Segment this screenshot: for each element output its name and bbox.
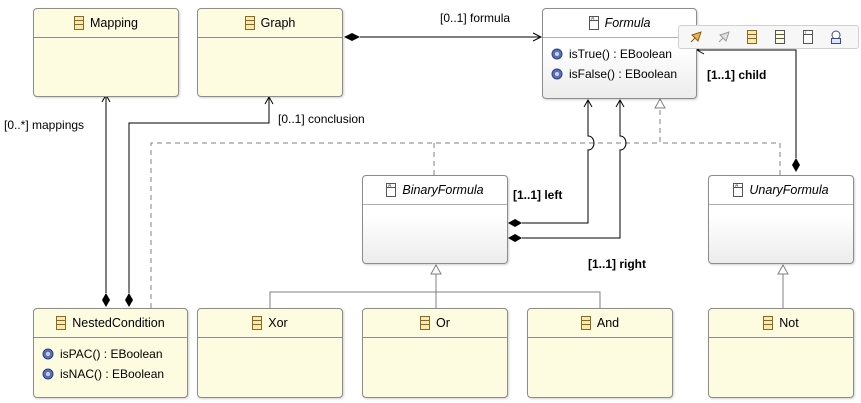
class-unary-formula[interactable]: A UnaryFormula <box>708 175 854 264</box>
add-class-icon[interactable] <box>741 27 763 47</box>
operation-icon <box>42 368 54 380</box>
class-name: Formula <box>604 16 651 30</box>
class-name: Mapping <box>90 16 138 30</box>
child-reference-label: [1..1] child <box>707 68 767 82</box>
add-interface-icon[interactable]: I <box>797 27 819 47</box>
add-datatype-icon[interactable] <box>825 27 847 47</box>
class-header: Xor <box>198 309 342 338</box>
operation-item[interactable]: isTrue() : EBoolean <box>551 44 696 64</box>
class-xor[interactable]: Xor <box>197 308 343 398</box>
class-header: Or <box>363 309 507 338</box>
abstract-class-icon: A <box>386 183 397 197</box>
class-binary-formula[interactable]: A BinaryFormula <box>362 175 508 264</box>
formula-reference-label: [0..1] formula <box>440 11 511 25</box>
operation-icon <box>551 68 563 80</box>
mappings-reference[interactable] <box>101 93 111 307</box>
class-header: Graph <box>198 9 342 38</box>
class-header: Mapping <box>34 9 178 38</box>
class-nested-condition[interactable]: NestedCondition isPAC() : EBoolean isNAC… <box>33 308 188 398</box>
class-graph[interactable]: Graph <box>197 8 343 97</box>
generalization-binary <box>269 263 601 308</box>
class-header: And <box>528 309 672 338</box>
operation-label: isTrue() : EBoolean <box>569 47 672 61</box>
class-name: BinaryFormula <box>402 183 484 197</box>
operation-label: isNAC() : EBoolean <box>60 367 165 381</box>
generalization-unary <box>777 263 789 308</box>
right-reference-label: [1..1] right <box>588 257 647 271</box>
svg-text:I: I <box>805 30 806 36</box>
class-and[interactable]: And <box>527 308 673 398</box>
operation-item[interactable]: isNAC() : EBoolean <box>42 364 187 384</box>
class-name: NestedCondition <box>72 316 165 330</box>
right-reference[interactable] <box>508 98 627 242</box>
abstract-class-icon: A <box>733 183 744 197</box>
class-icon <box>74 16 85 30</box>
svg-text:A: A <box>388 183 392 189</box>
palette-toolbar: I <box>678 25 859 49</box>
class-mapping[interactable]: Mapping <box>33 8 179 97</box>
class-name: Graph <box>260 16 296 30</box>
operations-list: isTrue() : EBoolean isFalse() : EBoolean <box>543 38 696 84</box>
pin-icon[interactable] <box>685 27 707 47</box>
class-name: UnaryFormula <box>749 183 829 197</box>
unpin-icon[interactable] <box>713 27 735 47</box>
class-header: A BinaryFormula <box>363 176 507 205</box>
class-name: Not <box>779 316 799 330</box>
add-abstract-class-icon[interactable] <box>769 27 791 47</box>
class-icon <box>252 316 263 330</box>
operation-label: isPAC() : EBoolean <box>60 347 163 361</box>
class-header: Not <box>709 309 853 338</box>
child-reference[interactable] <box>695 45 800 172</box>
class-icon <box>244 16 255 30</box>
class-icon <box>420 316 431 330</box>
class-not[interactable]: Not <box>708 308 854 398</box>
class-icon <box>763 316 774 330</box>
operation-item[interactable]: isPAC() : EBoolean <box>42 344 187 364</box>
formula-reference[interactable] <box>344 32 543 42</box>
abstract-class-icon: A <box>588 16 599 30</box>
operation-item[interactable]: isFalse() : EBoolean <box>551 64 696 84</box>
class-header: A Formula <box>543 9 696 38</box>
operation-icon <box>551 48 563 60</box>
conclusion-reference-label: [0..1] conclusion <box>278 112 365 126</box>
operations-list: isPAC() : EBoolean isNAC() : EBoolean <box>34 338 187 384</box>
conclusion-reference[interactable] <box>125 95 274 307</box>
class-name: Xor <box>268 316 288 330</box>
operation-label: isFalse() : EBoolean <box>569 67 678 81</box>
class-icon <box>56 316 67 330</box>
left-reference-label: [1..1] left <box>513 188 563 202</box>
class-name: And <box>596 316 620 330</box>
class-header: NestedCondition <box>34 309 187 338</box>
left-reference[interactable] <box>508 98 595 227</box>
mappings-reference-label: [0..*] mappings <box>4 118 85 132</box>
svg-text:A: A <box>735 183 739 189</box>
class-formula[interactable]: A Formula isTrue() : EBoolean isFalse() … <box>542 8 697 99</box>
svg-text:A: A <box>591 16 595 22</box>
class-icon <box>580 316 591 330</box>
class-or[interactable]: Or <box>362 308 508 398</box>
class-name: Or <box>436 316 450 330</box>
class-header: A UnaryFormula <box>709 176 853 205</box>
operation-icon <box>42 348 54 360</box>
generalization-nested-formula <box>150 97 781 308</box>
